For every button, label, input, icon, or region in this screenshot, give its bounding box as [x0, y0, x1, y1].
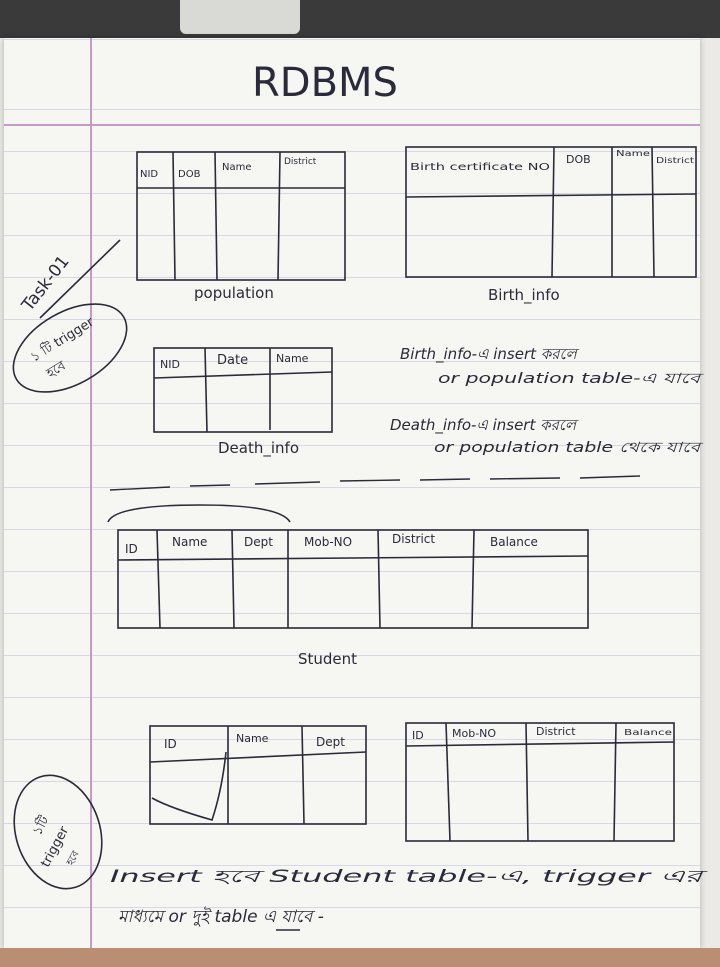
- task-label: Task-01: [18, 252, 74, 316]
- note-death-line1: Death_info-এ insert করলে: [390, 416, 579, 435]
- margin-line: [90, 38, 92, 948]
- split-right-col-mob: Mob-NO: [452, 727, 496, 740]
- circle1-line2: হবে: [43, 358, 69, 382]
- brace-mark: [107, 504, 291, 523]
- student-col-id: ID: [125, 542, 138, 556]
- population-col-name: Name: [222, 162, 252, 173]
- birth-info-caption: Birth_info: [488, 286, 560, 305]
- split-right-col-id: ID: [412, 729, 424, 742]
- student-col-district: District: [392, 532, 435, 546]
- split-left-col-id: ID: [164, 737, 177, 751]
- note-birth-line2: or population table-এ যাবে: [438, 371, 705, 387]
- note-death-line2: or population table থেকে যাবে: [434, 440, 704, 456]
- notebook-page: [4, 38, 700, 948]
- trigger-circle-2: [13, 774, 103, 890]
- circle1-line1: ১ টি trigger: [28, 314, 98, 366]
- page-title: RDBMS: [252, 60, 398, 106]
- birth-col-dob: DOB: [566, 153, 591, 166]
- death-col-nid: NID: [160, 358, 180, 371]
- task-underline: [39, 239, 121, 319]
- birth-col-name: Name: [616, 149, 650, 158]
- footer-line1: Insert হবে Student table-এ, trigger এর: [110, 867, 709, 887]
- student-table: ID Name Dept Mob-NO District Balance: [117, 529, 589, 629]
- split-right-col-balance: Balance: [624, 728, 672, 737]
- note-birth-line1: Birth_info-এ insert করলে: [400, 345, 580, 364]
- student-caption: Student: [298, 650, 357, 668]
- population-col-district: District: [284, 157, 317, 167]
- population-col-dob: DOB: [178, 169, 201, 180]
- circle2-line3: হবে: [64, 849, 81, 869]
- split-right-table: ID Mob-NO District Balance: [405, 722, 675, 842]
- death-col-date: Date: [217, 353, 248, 368]
- student-col-mob: Mob-NO: [304, 535, 352, 549]
- population-caption: population: [194, 284, 274, 302]
- birth-col-district: District: [656, 156, 694, 165]
- student-col-name: Name: [172, 535, 207, 549]
- desk-object: [180, 0, 300, 34]
- population-table: NID DOB Name District: [136, 151, 346, 281]
- death-col-name: Name: [276, 352, 309, 365]
- split-left-table: ID Name Dept: [149, 725, 367, 825]
- section-divider: [109, 475, 641, 491]
- death-info-table: NID Date Name: [153, 347, 333, 433]
- desk-background: [0, 0, 720, 38]
- birth-col-certificate: Birth certificate NO: [410, 162, 550, 173]
- table-surface: [0, 948, 720, 967]
- split-right-col-district: District: [536, 725, 576, 738]
- trigger-circle-1: [12, 303, 128, 393]
- split-left-scribble: [151, 751, 227, 821]
- student-col-balance: Balance: [490, 535, 538, 549]
- student-col-dept: Dept: [244, 535, 273, 549]
- population-col-nid: NID: [140, 169, 158, 180]
- header-line: [4, 124, 700, 126]
- split-left-col-dept: Dept: [316, 735, 345, 749]
- split-left-col-name: Name: [236, 732, 269, 745]
- birth-info-table: Birth certificate NO DOB Name District: [405, 146, 697, 278]
- circle2-line1: ১টি: [29, 813, 53, 838]
- footer-line2: মাধ্যমে or দুই table এ যাবে -: [118, 906, 324, 927]
- death-info-caption: Death_info: [218, 439, 299, 458]
